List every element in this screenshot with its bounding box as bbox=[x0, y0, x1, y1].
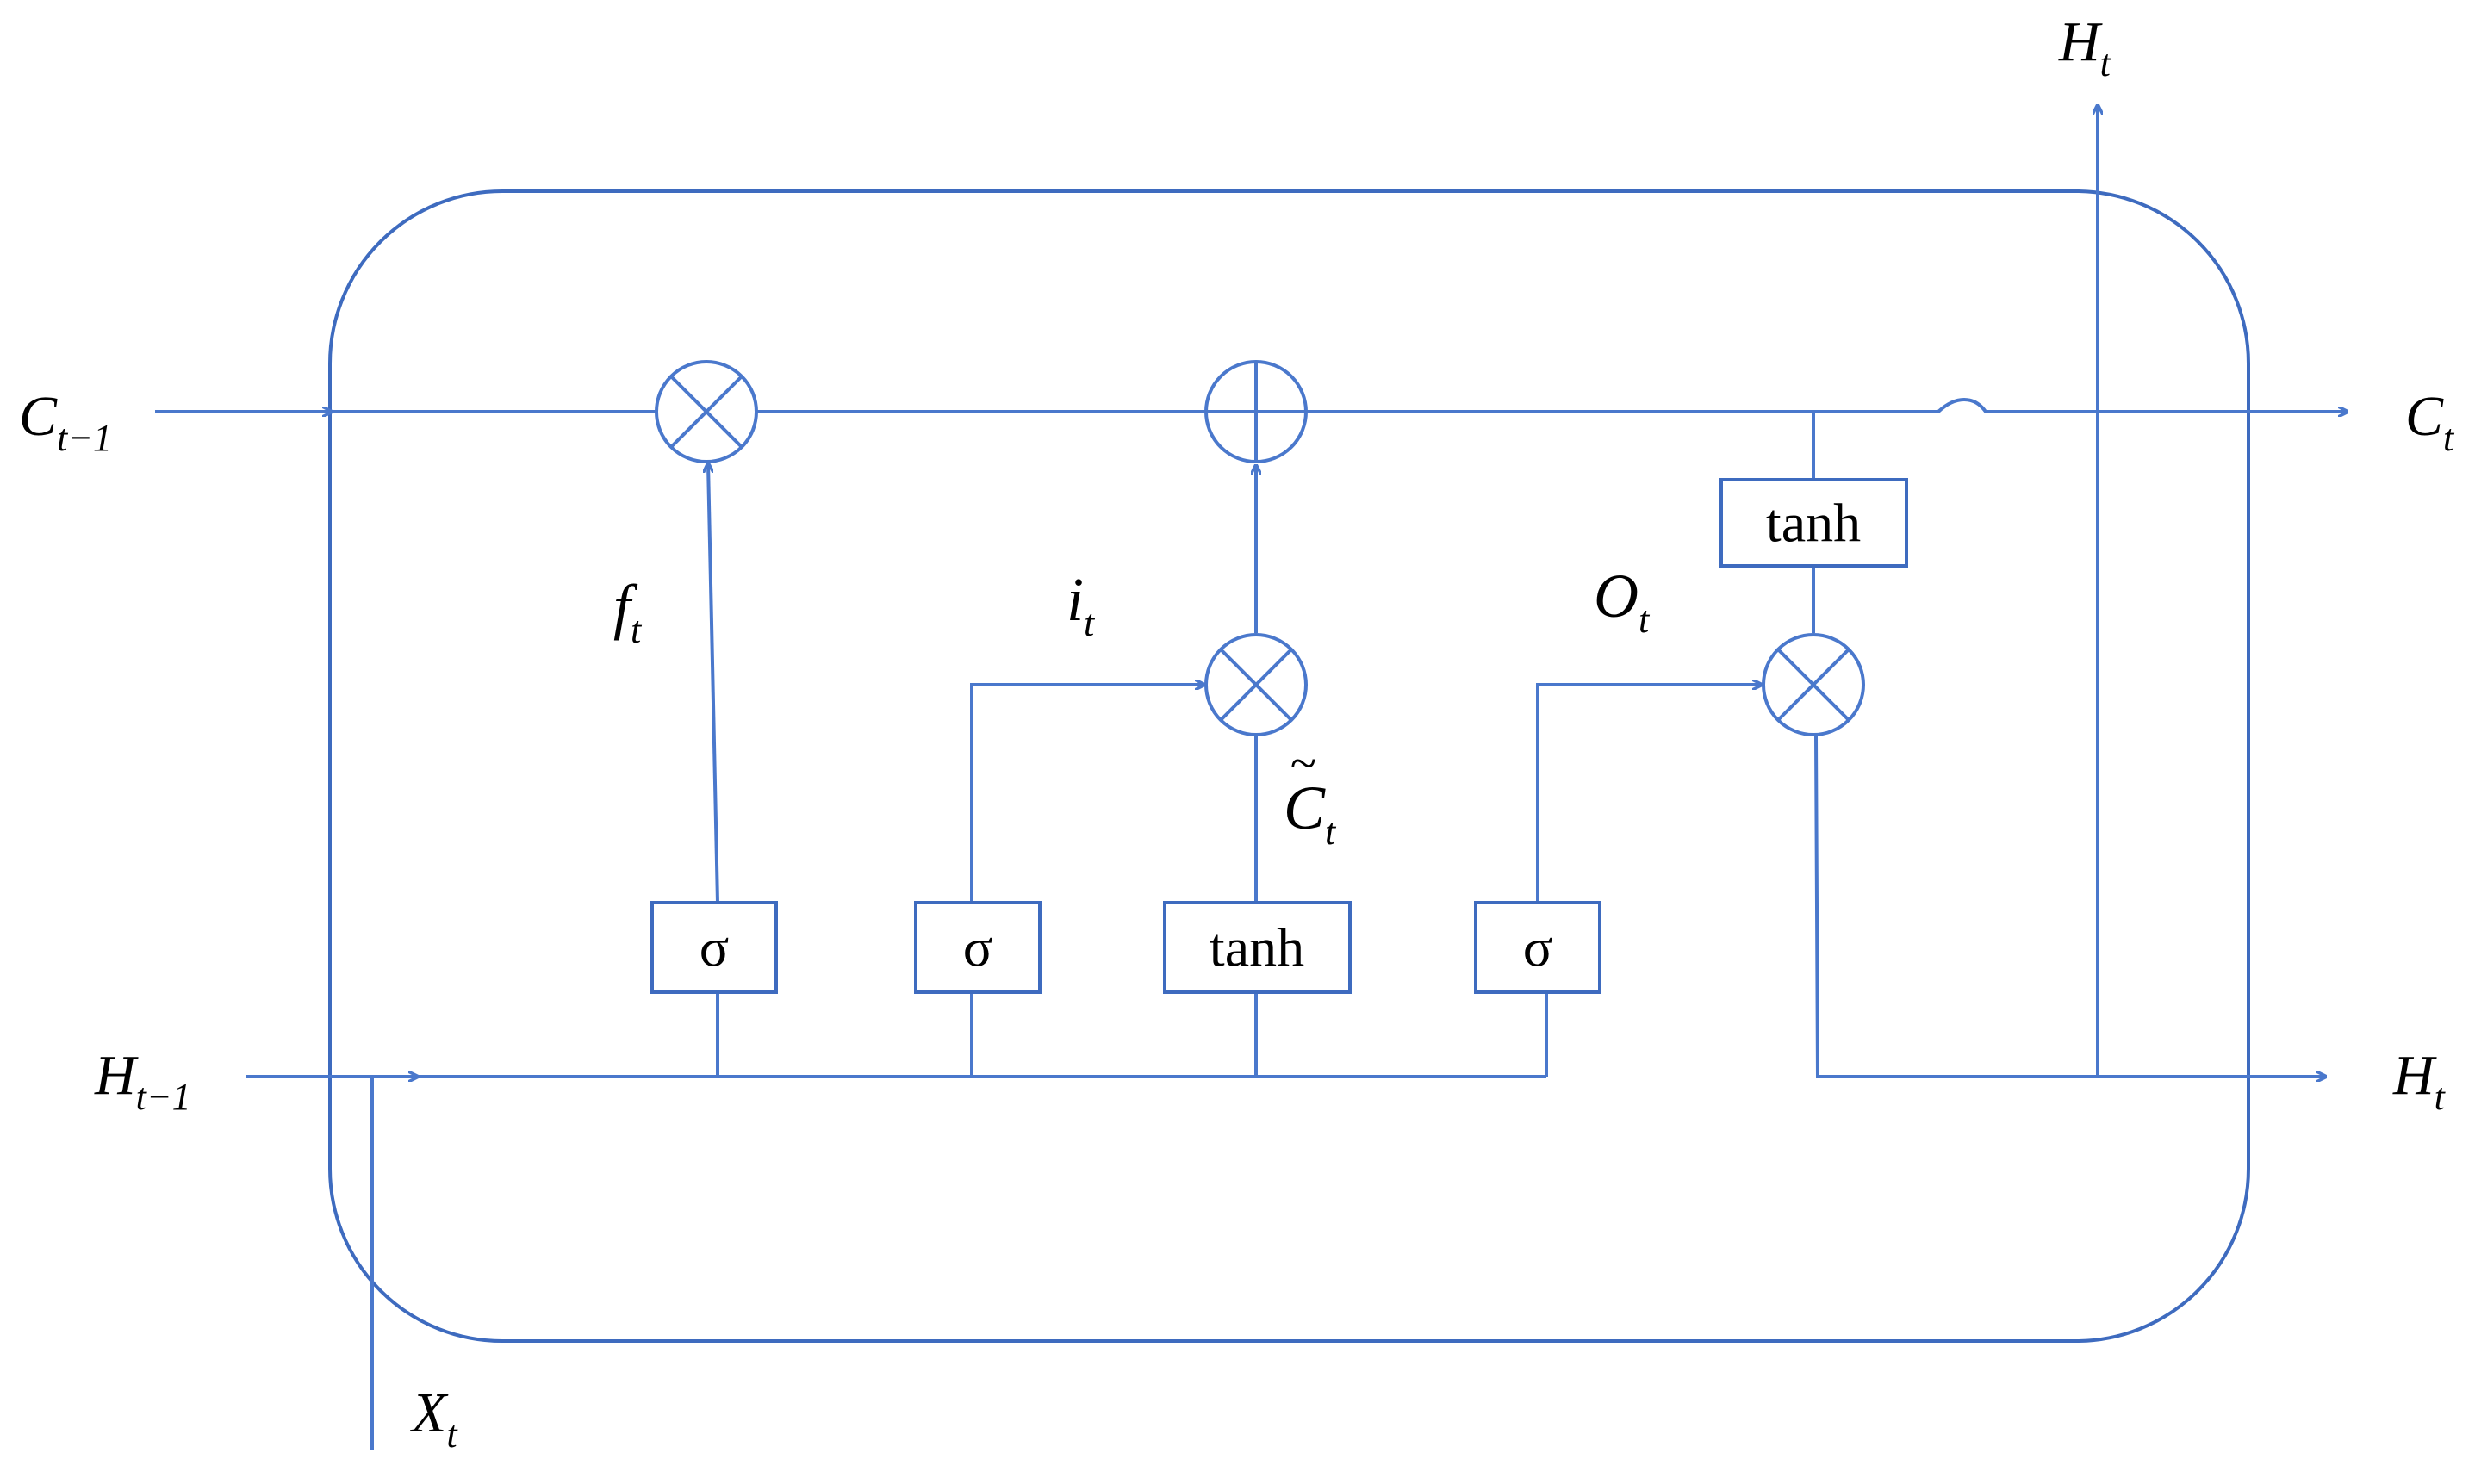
prev-cell-label: Ct−1 bbox=[19, 385, 112, 459]
forget-gate-label: ft bbox=[613, 572, 643, 651]
input-sigma-label: σ bbox=[963, 917, 993, 978]
candidate-tilde: ~ bbox=[1290, 737, 1315, 791]
candidate-tanh-label: tanh bbox=[1210, 917, 1304, 978]
cell-add-gate bbox=[1204, 360, 1308, 463]
forget-multiply-gate bbox=[655, 360, 758, 463]
output-gate-arrow bbox=[1536, 685, 1762, 903]
hidden-out-arrow bbox=[1814, 736, 2326, 1077]
input-x-label: Xt bbox=[409, 1382, 458, 1456]
output-sigma-box: σ bbox=[1474, 901, 1601, 994]
input-multiply-gate bbox=[1204, 633, 1308, 736]
cell-tanh-box: tanh bbox=[1719, 478, 1908, 568]
output-multiply-gate bbox=[1762, 633, 1865, 736]
cell-state-line-c bbox=[1306, 397, 2348, 412]
candidate-label: Ct bbox=[1284, 773, 1337, 853]
input-gate-arrow bbox=[970, 685, 1204, 903]
forget-sigma-box: σ bbox=[650, 901, 778, 994]
cell-tanh-label: tanh bbox=[1766, 493, 1861, 554]
forget-gate-arrow bbox=[708, 463, 719, 903]
output-sigma-label: σ bbox=[1523, 917, 1553, 978]
output-gate-label: Ot bbox=[1594, 562, 1651, 641]
input-gate-label: it bbox=[1066, 565, 1096, 644]
cell-boundary bbox=[328, 189, 2250, 1343]
hidden-top-label: Ht bbox=[2058, 10, 2112, 84]
cell-out-label: Ct bbox=[2405, 385, 2455, 459]
forget-sigma-label: σ bbox=[700, 917, 730, 978]
prev-hidden-label: Ht−1 bbox=[94, 1044, 191, 1118]
input-sigma-box: σ bbox=[914, 901, 1042, 994]
candidate-tanh-box: tanh bbox=[1163, 901, 1352, 994]
hidden-out-label: Ht bbox=[2392, 1044, 2447, 1118]
